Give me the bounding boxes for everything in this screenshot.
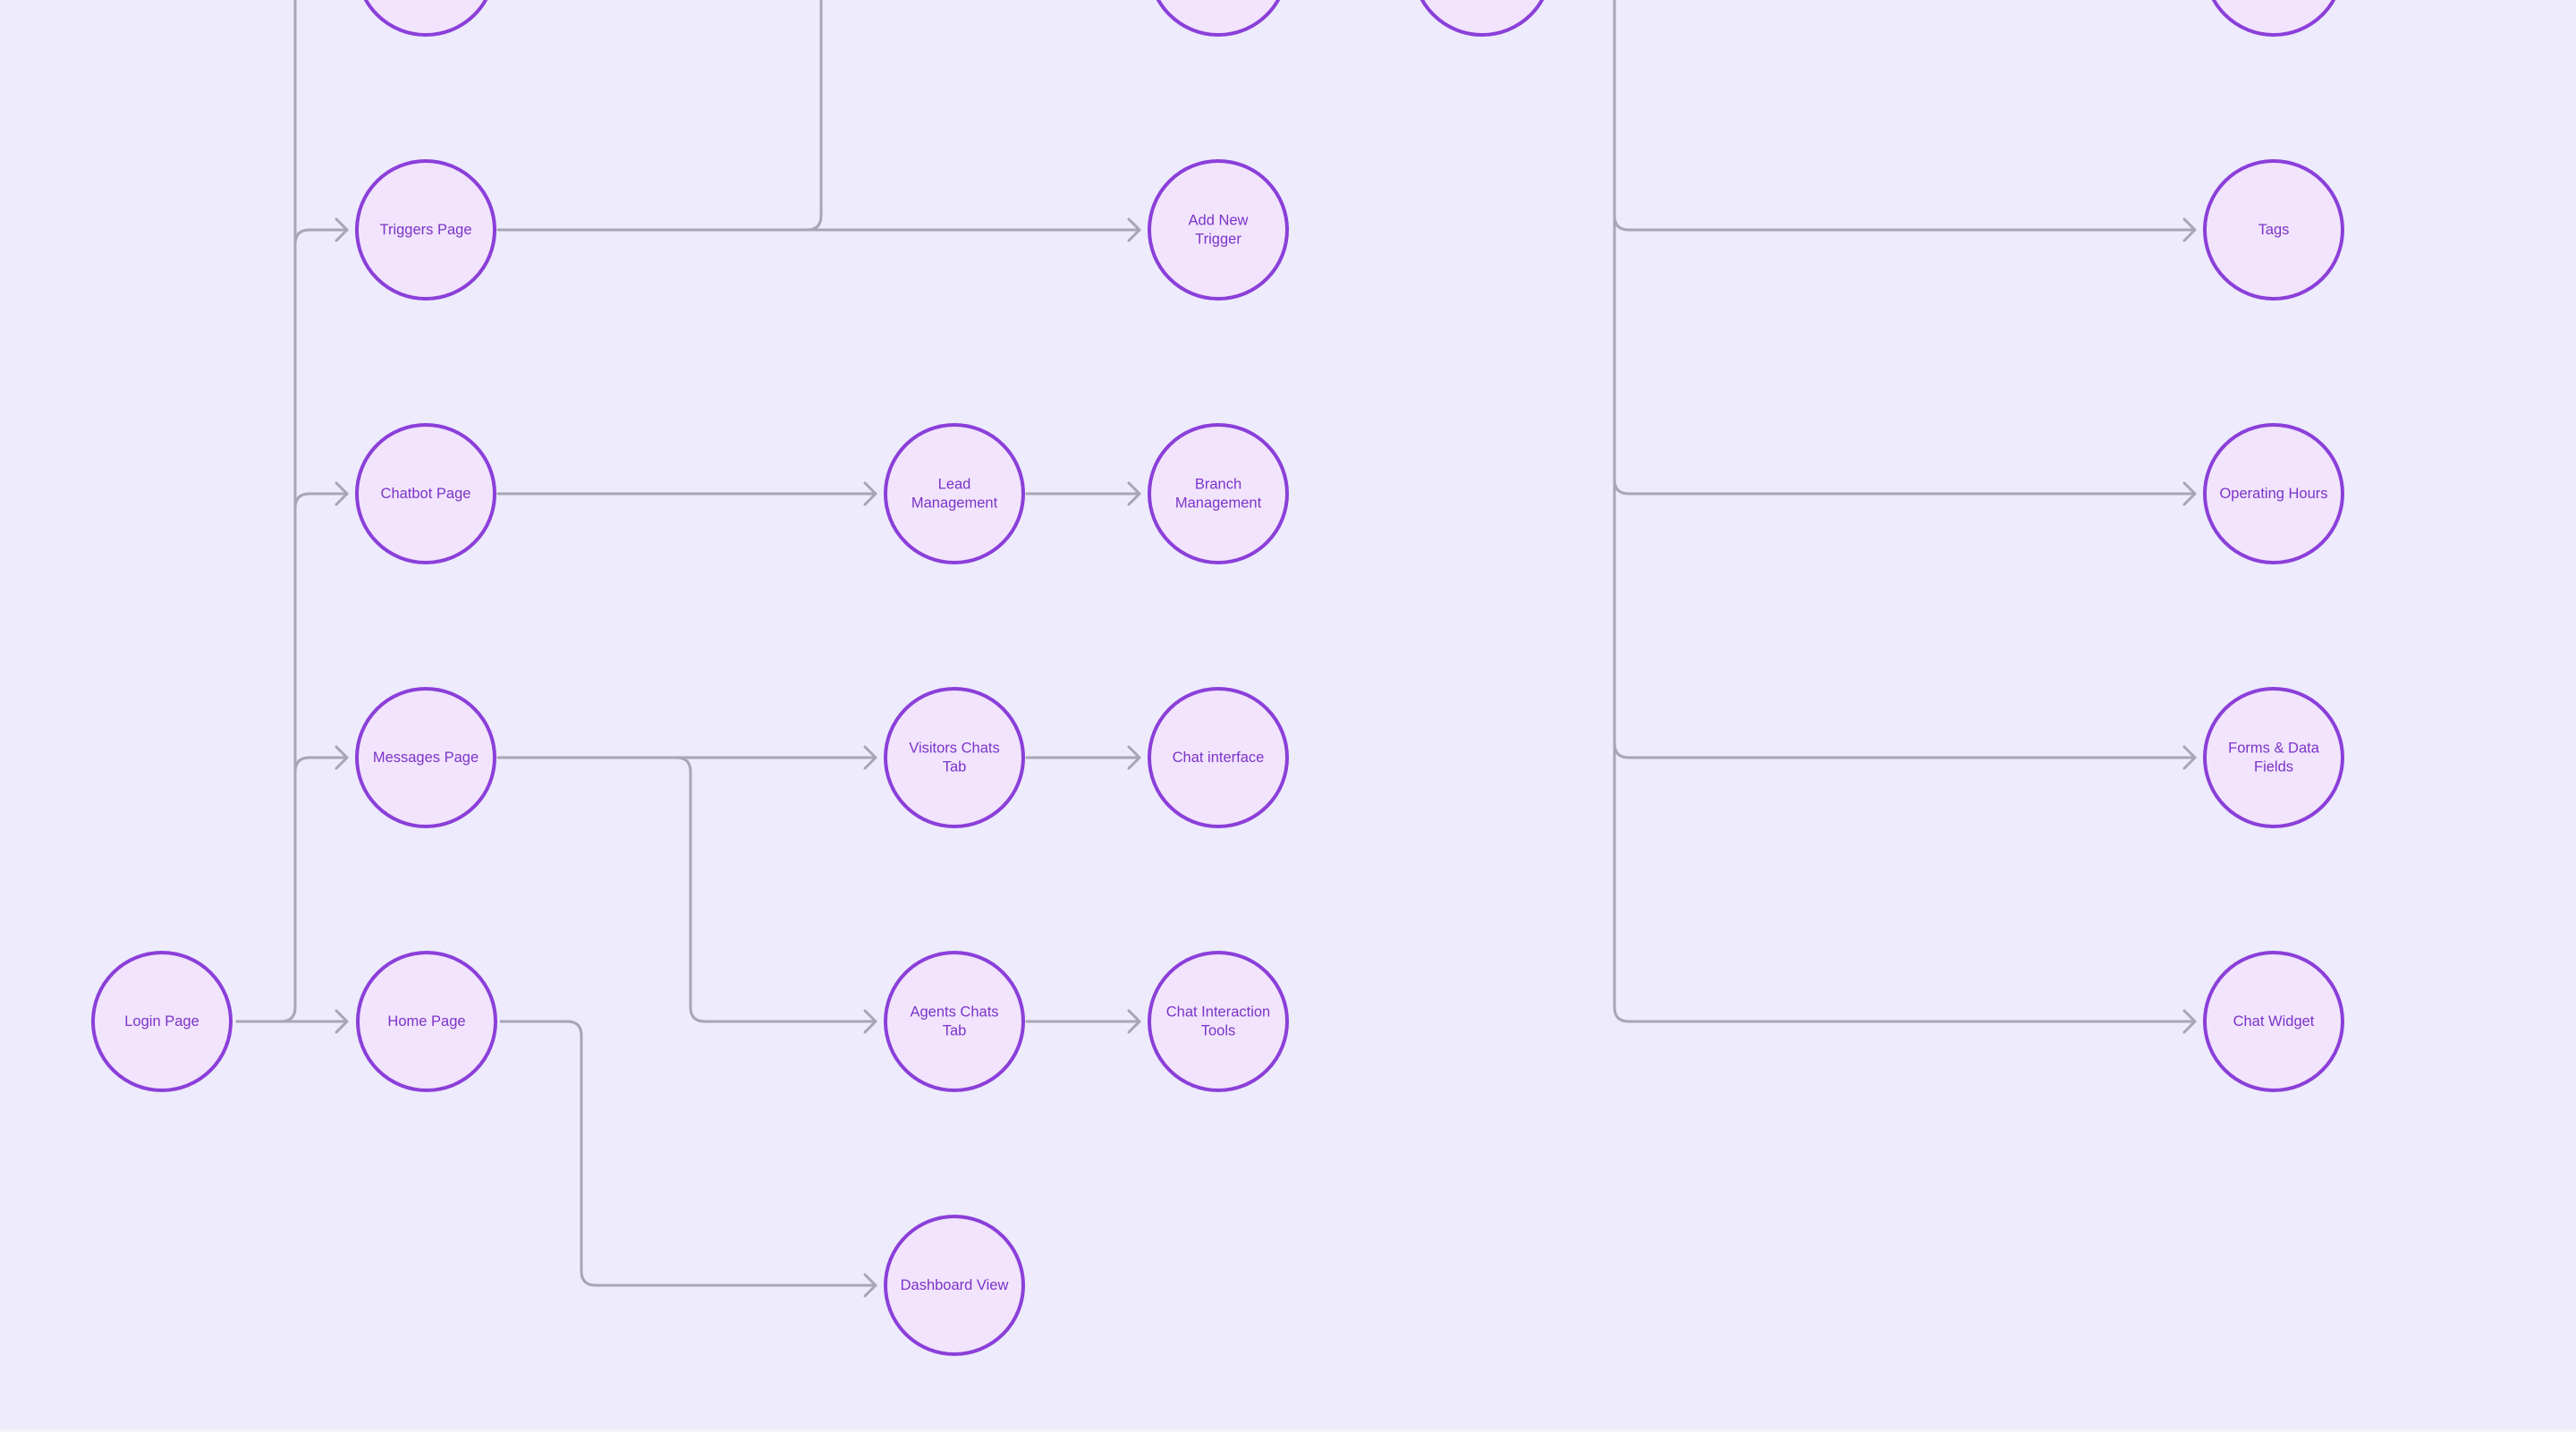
node-triggers[interactable]: Triggers Page: [355, 159, 496, 301]
arrow-head-icon: [2182, 481, 2197, 506]
node-label: Home Page: [387, 1013, 465, 1030]
arrow-head-icon: [335, 745, 349, 770]
node-label: Fields: [2254, 759, 2293, 775]
node-chat-interface[interactable]: Chat interface: [1148, 687, 1289, 828]
node-circle: [1156, 0, 1281, 37]
connector-line: [293, 492, 349, 510]
connector-line: [1613, 214, 2197, 232]
node-label: Lead: [938, 477, 971, 493]
node-circle: [1148, 951, 1289, 1092]
node-label: Operating Hours: [2219, 486, 2327, 502]
node-label: Trigger: [1195, 232, 1241, 248]
arrow-head-icon: [2182, 217, 2197, 242]
canvas-bottom-edge: [0, 1429, 2576, 1432]
node-circle: [1148, 423, 1289, 564]
node-top2[interactable]: [1149, 0, 1287, 37]
arrow-head-icon: [335, 481, 349, 506]
node-label: Messages Page: [373, 750, 479, 766]
node-circle: [884, 951, 1025, 1092]
connector-line: [1613, 0, 2197, 1023]
arrow-head-icon: [2182, 1009, 2197, 1034]
node-circle: [355, 159, 496, 301]
edge-layer: [235, 0, 2197, 1298]
node-circle: [2203, 951, 2344, 1092]
node-hours[interactable]: Operating Hours: [2203, 423, 2344, 564]
node-circle: [2203, 687, 2344, 828]
connector-line: [499, 1020, 877, 1287]
arrow-head-icon: [335, 1009, 349, 1034]
node-label: Management: [911, 496, 998, 512]
node-top4[interactable]: [2205, 0, 2343, 37]
arrow-head-icon: [1127, 481, 1141, 506]
node-label: Chat interface: [1173, 750, 1265, 766]
node-home[interactable]: Home Page: [356, 951, 497, 1092]
connector-line: [293, 228, 349, 246]
node-label: Forms & Data: [2228, 741, 2320, 757]
node-circle: [91, 951, 233, 1092]
node-dashboard[interactable]: Dashboard View: [884, 1215, 1025, 1356]
node-label: Chatbot Page: [381, 486, 471, 502]
node-label: Tools: [1201, 1023, 1236, 1039]
arrow-head-icon: [2182, 745, 2197, 770]
node-label: Visitors Chats: [909, 741, 999, 757]
arrow-head-icon: [863, 481, 877, 506]
node-widget[interactable]: Chat Widget: [2203, 951, 2344, 1092]
node-label: Tab: [943, 1023, 967, 1039]
connector-line: [235, 0, 297, 1023]
node-circle: [1148, 687, 1289, 828]
connector-line: [293, 756, 349, 774]
node-circle: [1419, 0, 1545, 37]
connector-line: [1613, 741, 2197, 759]
node-circle: [2211, 0, 2336, 37]
node-top3[interactable]: [1413, 0, 1551, 37]
node-circle: [1148, 159, 1289, 301]
node-label: Management: [1175, 496, 1262, 512]
arrow-head-icon: [1127, 1009, 1141, 1034]
node-label: Triggers Page: [379, 222, 471, 238]
node-circle: [2203, 423, 2344, 564]
node-tags[interactable]: Tags: [2203, 159, 2344, 301]
node-label: Chat Interaction: [1166, 1004, 1270, 1021]
node-label: Login Page: [124, 1013, 199, 1030]
node-login[interactable]: Login Page: [91, 951, 233, 1092]
connector-line: [805, 0, 823, 232]
connector-line: [674, 756, 877, 1023]
node-circle: [356, 951, 497, 1092]
node-circle: [884, 423, 1025, 564]
node-circle: [2203, 159, 2344, 301]
node-top1[interactable]: [357, 0, 495, 37]
arrow-head-icon: [863, 1273, 877, 1298]
node-label: Tab: [943, 759, 967, 775]
arrow-head-icon: [863, 1009, 877, 1034]
node-circle: [363, 0, 488, 37]
arrow-head-icon: [1127, 745, 1141, 770]
arrow-head-icon: [335, 217, 349, 242]
node-circle: [884, 687, 1025, 828]
node-label: Dashboard View: [901, 1277, 1009, 1293]
node-circle: [355, 687, 496, 828]
connector-line: [1613, 478, 2197, 496]
node-label: Agents Chats: [910, 1004, 998, 1021]
arrow-head-icon: [1127, 217, 1141, 242]
node-circle: [355, 423, 496, 564]
node-label: Add New: [1189, 213, 1249, 229]
node-label: Tags: [2258, 222, 2290, 238]
node-circle: [884, 1215, 1025, 1356]
node-chatbot[interactable]: Chatbot Page: [355, 423, 496, 564]
arrow-head-icon: [863, 745, 877, 770]
node-label: Chat Widget: [2233, 1013, 2315, 1030]
node-messages[interactable]: Messages Page: [355, 687, 496, 828]
node-label: Branch: [1195, 477, 1241, 493]
